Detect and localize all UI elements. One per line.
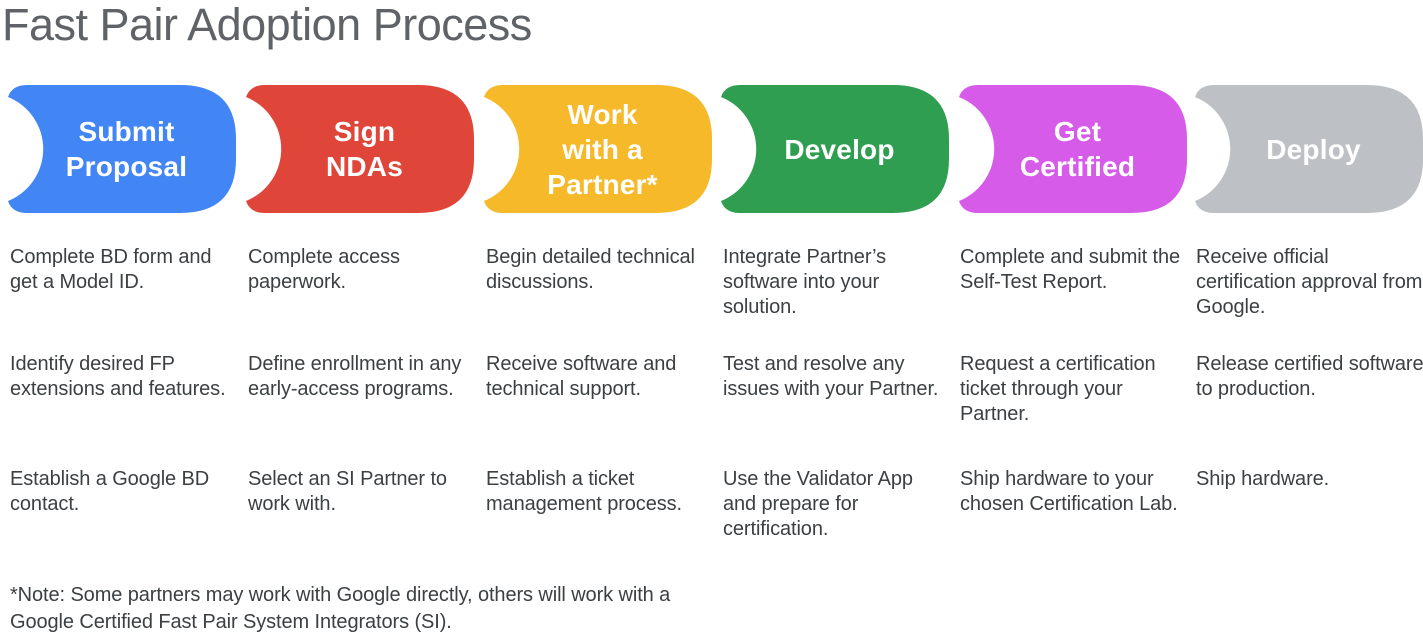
step-label: Work with a Partner* xyxy=(547,98,658,200)
pill-shape-icon xyxy=(1195,85,1423,213)
task-column-develop: Integrate Partner’s software into your s… xyxy=(723,245,951,542)
step-label: Sign NDAs xyxy=(325,116,404,182)
step-pill-deploy: Deploy xyxy=(1190,85,1423,213)
task-text: Ship hardware to your chosen Certificati… xyxy=(960,468,1178,515)
pill-shape-icon xyxy=(721,85,949,213)
step-pill-work-with-partner: Work with a Partner* xyxy=(479,85,712,213)
step-pill-develop: Develop xyxy=(716,85,949,213)
task-text: Release certified software to production… xyxy=(1196,353,1423,400)
task-column-get-certified: Complete and submit the Self-Test Report… xyxy=(960,245,1188,517)
task-text: Complete BD form and get a Model ID. xyxy=(10,246,212,293)
step-pill-submit-proposal: Submit Proposal xyxy=(3,85,236,213)
task-text: Integrate Partner’s software into your s… xyxy=(723,246,887,318)
step-label: Develop xyxy=(784,133,895,165)
step-label: Get Certified xyxy=(1019,116,1136,182)
pill-shape-icon xyxy=(8,85,236,213)
task-text: Establish a Google BD contact. xyxy=(10,468,210,515)
page-title: Fast Pair Adoption Process xyxy=(2,0,532,50)
task-text: Define enrollment in any early-access pr… xyxy=(248,353,462,400)
task-text: Request a certification ticket through y… xyxy=(960,353,1156,425)
task-column-submit-proposal: Complete BD form and get a Model ID. Ide… xyxy=(10,245,238,517)
step-label: Deploy xyxy=(1266,133,1361,165)
step-pill-sign-ndas: Sign NDAs xyxy=(241,85,474,213)
task-column-work-with-partner: Begin detailed technical discussions. Re… xyxy=(486,245,714,517)
pill-shape-icon xyxy=(246,85,474,213)
pill-shape-icon xyxy=(959,85,1187,213)
step-pill-get-certified: Get Certified xyxy=(954,85,1187,213)
task-text: Ship hardware. xyxy=(1196,468,1330,490)
task-column-deploy: Receive official certification approval … xyxy=(1196,245,1423,492)
task-text: Select an SI Partner to work with. xyxy=(248,468,447,515)
task-text: Begin detailed technical discussions. xyxy=(486,246,695,293)
task-text: Receive official certification approval … xyxy=(1196,246,1423,318)
task-text: Receive software and technical support. xyxy=(486,353,677,400)
task-text: Identify desired FP extensions and featu… xyxy=(10,353,226,400)
task-column-sign-ndas: Complete access paperwork. Define enroll… xyxy=(248,245,476,517)
task-text: Test and resolve any issues with your Pa… xyxy=(723,353,939,400)
task-text: Complete and submit the Self-Test Report… xyxy=(960,246,1181,293)
footnote: *Note: Some partners may work with Googl… xyxy=(10,584,671,633)
task-text: Establish a ticket management process. xyxy=(486,468,682,515)
task-text: Use the Validator App and prepare for ce… xyxy=(723,468,913,540)
task-text: Complete access paperwork. xyxy=(248,246,400,293)
pill-shape-icon xyxy=(484,85,712,213)
step-label: Submit Proposal xyxy=(65,116,188,182)
